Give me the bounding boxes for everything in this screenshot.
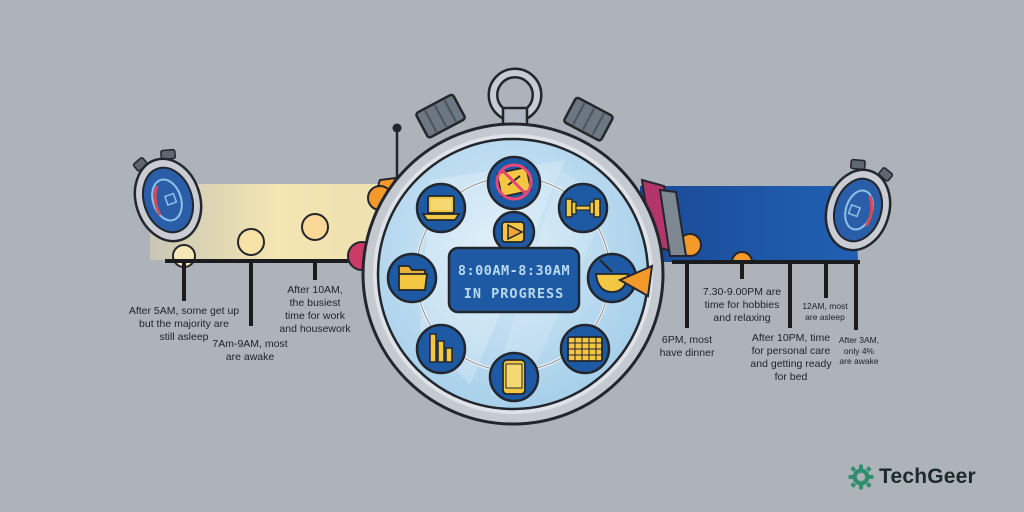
folder-icon xyxy=(386,252,438,304)
annotation-3am: After 3AM, only 4% are awake xyxy=(838,335,880,366)
calendar-icon xyxy=(559,323,611,375)
annotation-12am: 12AM, most are asleep xyxy=(802,301,848,322)
sun-dot xyxy=(237,228,265,256)
center-display-time: 8:00AM-8:30AM xyxy=(458,263,570,279)
brand-logo: TechGeer xyxy=(848,460,998,494)
annotation-7am: 7Am-9AM, most are awake xyxy=(212,338,288,363)
sun-dot xyxy=(301,213,329,241)
play-icon xyxy=(492,210,536,254)
food-bowl-icon xyxy=(586,252,654,304)
gear-icon xyxy=(848,464,874,490)
bar-chart-icon xyxy=(415,323,467,375)
small-stopwatch-left xyxy=(132,148,203,243)
small-stopwatch-right xyxy=(824,158,894,252)
center-display-status: IN PROGRESS xyxy=(464,286,564,302)
center-display: 8:00AM-8:30AM IN PROGRESS xyxy=(447,246,581,314)
annotation-730pm: 7.30-9.00PM are time for hobbies and rel… xyxy=(702,286,782,324)
brand-name: TechGeer xyxy=(879,465,976,488)
annotation-10pm: After 10PM, time for personal care and g… xyxy=(750,332,832,383)
annotation-6pm: 6PM, most have dinner xyxy=(659,334,715,359)
annotation-5am: After 5AM, some get up but the majority … xyxy=(128,305,240,343)
laptop-icon xyxy=(415,182,467,234)
dumbbell-icon xyxy=(557,182,609,234)
main-stopwatch: 8:00AM-8:30AM IN PROGRESS xyxy=(347,67,688,426)
annotation-10am: After 10AM, the busiest time for work an… xyxy=(279,284,351,335)
phone-icon xyxy=(488,351,540,403)
no-entry-icon xyxy=(486,155,542,211)
